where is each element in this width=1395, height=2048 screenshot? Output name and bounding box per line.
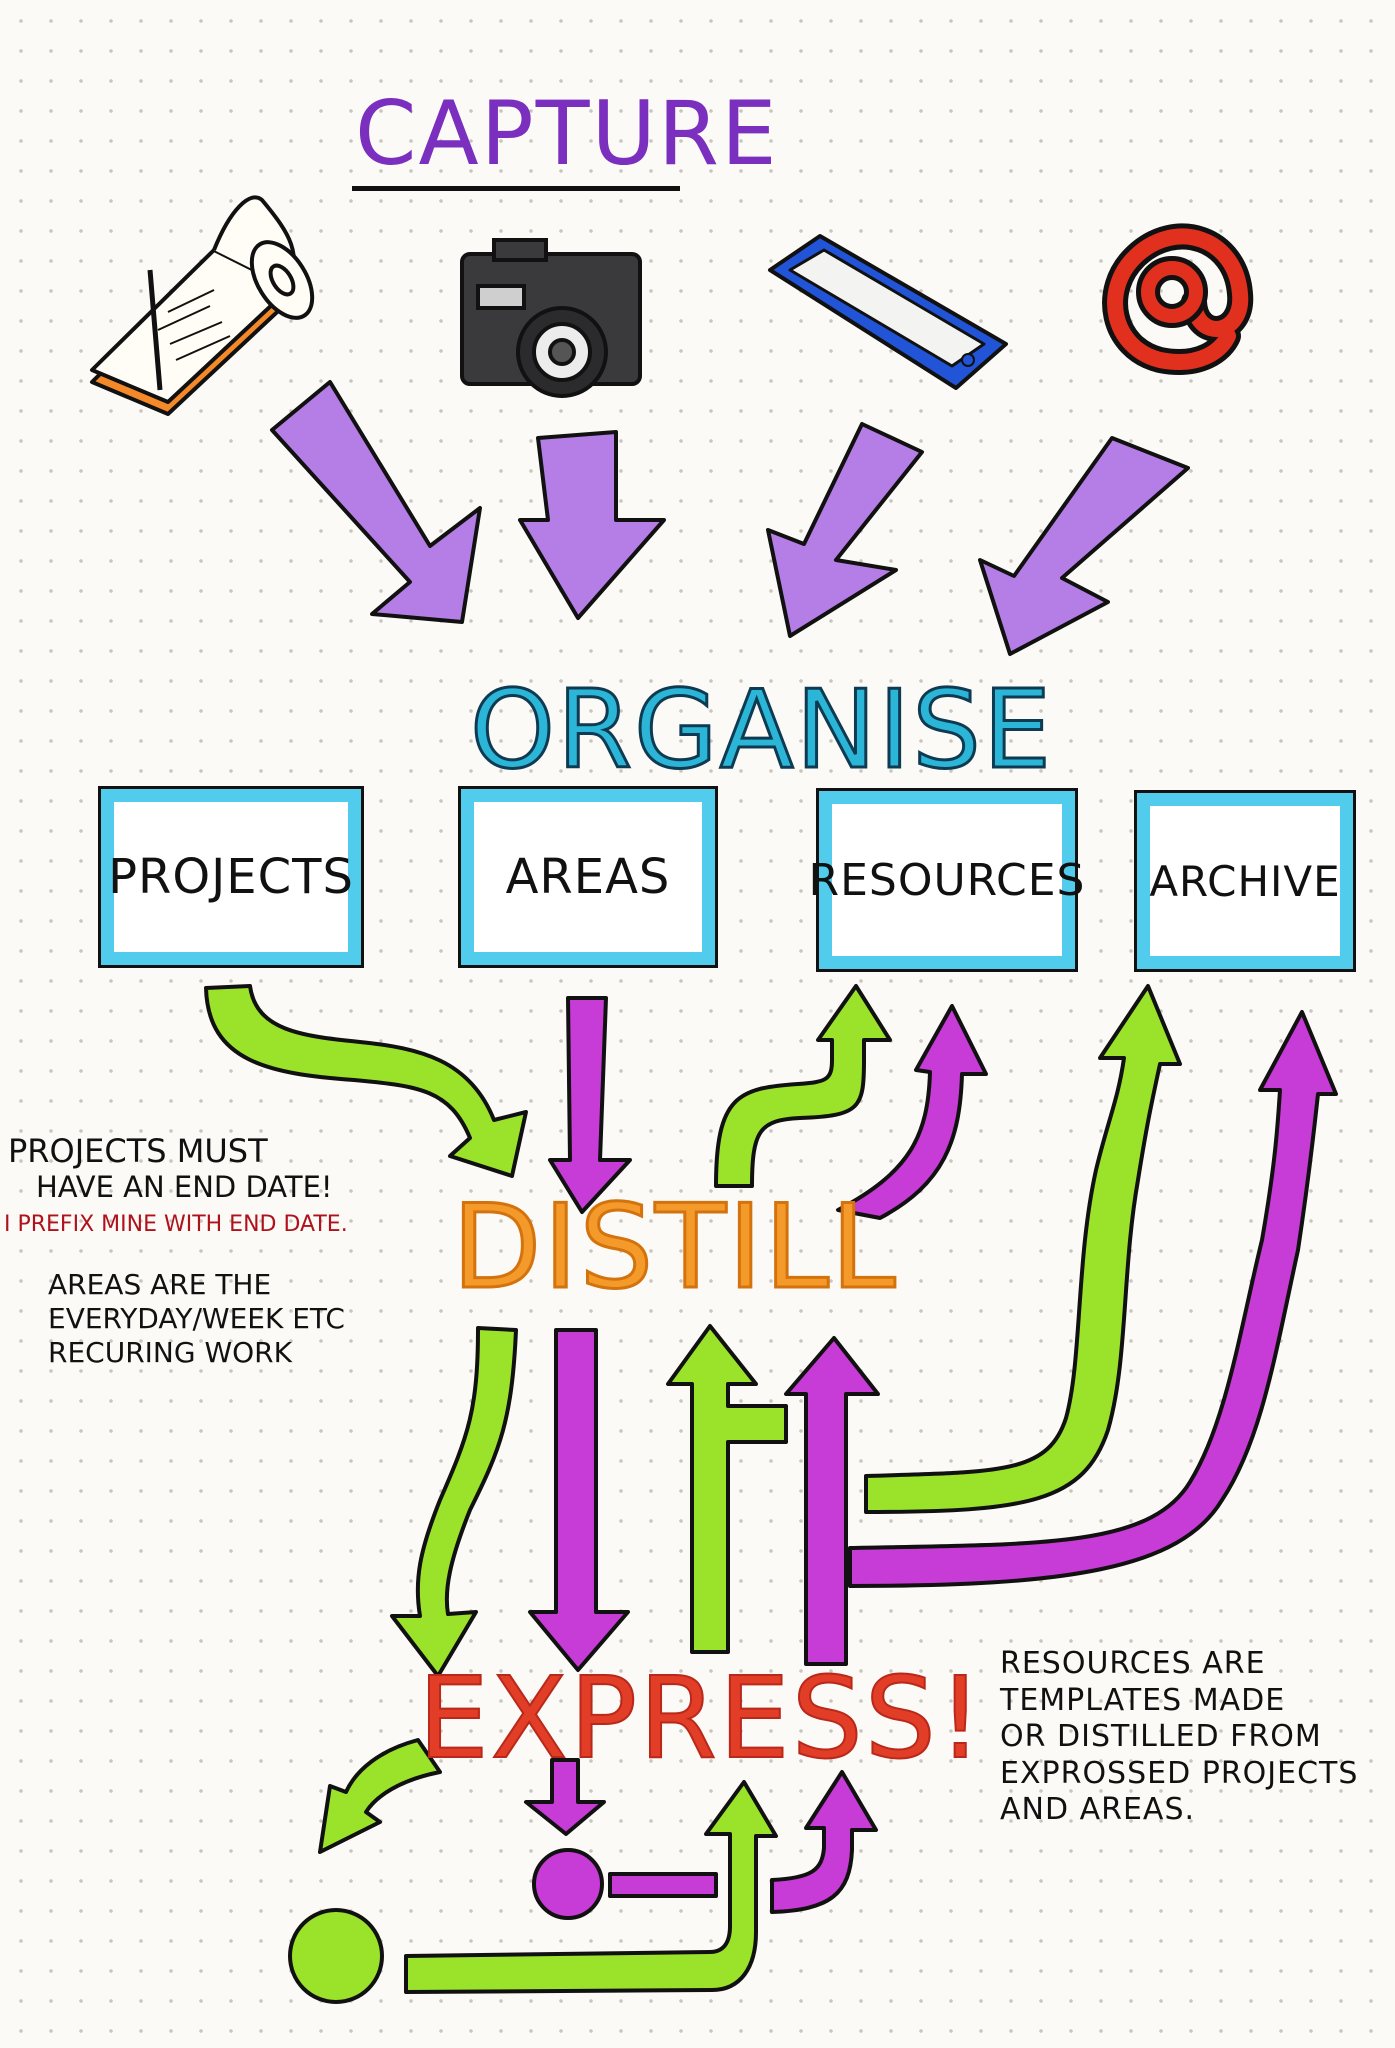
- distill-to-resources-arrows: [714, 984, 1338, 1588]
- express-output-arrows: [288, 1738, 878, 2004]
- projects-box: PROJECTS: [98, 786, 364, 968]
- express-to-distill-magenta-arrow: [784, 1336, 880, 1666]
- distill-to-express-green-arrow: [390, 1326, 518, 1678]
- capture-underline: [352, 186, 680, 191]
- capture-arrow-3: [766, 422, 924, 638]
- note-prefix-end-date: I PREFIX MINE WITH END DATE.: [4, 1212, 348, 1237]
- archive-box: ARCHIVE: [1134, 790, 1356, 972]
- magenta-node-connector: [608, 1872, 718, 1898]
- capture-arrow-2: [518, 430, 666, 620]
- distill-to-archive-green-arrow: [864, 984, 1182, 1514]
- capture-arrows: [270, 380, 1190, 656]
- capture-arrow-1: [270, 380, 482, 624]
- areas-label: AREAS: [505, 849, 671, 905]
- distill-express-arrows: [390, 1324, 880, 1678]
- at-sign-icon: [1102, 223, 1254, 375]
- resources-box: RESOURCES: [809, 788, 1085, 972]
- express-to-distill-green-arrow: [666, 1324, 788, 1654]
- distill-heading: DISTILL: [451, 1179, 898, 1317]
- phone-icon: [768, 234, 1008, 390]
- distill-to-resources-magenta-arrow: [836, 1004, 988, 1220]
- magenta-node-to-express-arrow: [770, 1770, 878, 1914]
- camera-icon: [460, 238, 642, 398]
- note-projects-must: PROJECTS MUST: [8, 1132, 268, 1170]
- areas-to-distill-arrow: [548, 996, 632, 1214]
- projects-label: PROJECTS: [108, 849, 354, 905]
- green-node: [288, 1908, 384, 2004]
- areas-box: AREAS: [458, 786, 718, 968]
- note-areas: AREAS ARE THE EVERYDAY/WEEK ETC RECURING…: [48, 1268, 345, 1370]
- archive-label: ARCHIVE: [1149, 856, 1341, 906]
- express-to-magenta-node-arrow: [524, 1758, 606, 1836]
- projects-to-distill-arrow: [204, 984, 528, 1178]
- express-heading: EXPRESS!: [417, 1653, 985, 1785]
- notepad-icon: [90, 195, 315, 416]
- green-node-to-express-arrow: [404, 1780, 778, 1994]
- capture-arrow-4: [978, 436, 1190, 656]
- note-end-date: HAVE AN END DATE!: [36, 1170, 333, 1204]
- note-resources: RESOURCES ARE TEMPLATES MADE OR DISTILLE…: [1000, 1646, 1359, 1828]
- capture-heading: CAPTURE: [355, 82, 779, 185]
- express-to-archive-magenta-arrow: [848, 1010, 1338, 1588]
- distill-to-express-magenta-arrow: [528, 1328, 630, 1672]
- magenta-node: [532, 1848, 604, 1920]
- resources-label: RESOURCES: [808, 854, 1086, 906]
- organise-heading: ORGANISE: [468, 667, 1054, 795]
- express-to-green-node-arrow: [318, 1738, 442, 1854]
- distill-to-resources-green-arrow: [714, 984, 892, 1188]
- organise-to-distill-arrows: [204, 984, 632, 1214]
